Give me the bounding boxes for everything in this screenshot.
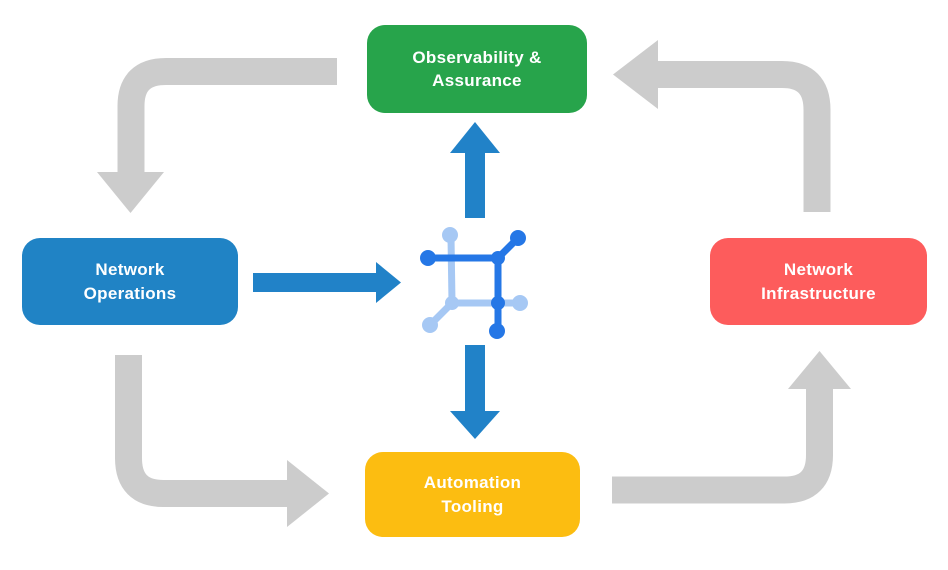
icon-node-circle	[420, 250, 436, 266]
node-network-infrastructure: Network Infrastructure	[710, 238, 927, 325]
arrowhead-down-icon	[450, 411, 500, 439]
icon-node-circle	[510, 230, 526, 246]
icon-node-circle	[512, 295, 528, 311]
arrowhead-left-icon	[613, 40, 658, 109]
node-automation-tooling: Automation Tooling	[365, 452, 580, 537]
arrowhead-right-icon	[287, 460, 329, 527]
network-mesh-icon	[420, 227, 528, 339]
arrow-elbow	[658, 61, 831, 212]
icon-node-circle	[442, 227, 458, 243]
node-label-line1: Automation	[423, 473, 522, 493]
arrowhead-down-icon	[97, 172, 164, 213]
arrow-elbow	[612, 389, 833, 504]
icon-node-circle	[489, 323, 505, 339]
node-network-operations: Network Operations	[22, 238, 238, 325]
icon-junction-dot	[491, 296, 505, 310]
arrowhead-right-icon	[376, 262, 401, 303]
arrowhead-up-icon	[450, 122, 500, 153]
blue-arrow-icon-to-observability	[450, 122, 500, 218]
arrowhead-up-icon	[788, 351, 851, 389]
node-label-line1: Network	[783, 260, 854, 280]
flow-arrow-observability-to-operations	[97, 58, 337, 213]
node-label-line1: Network	[95, 260, 165, 280]
node-label-line2: Operations	[83, 283, 177, 303]
node-label-line1: Observability &	[412, 47, 542, 67]
icon-line	[447, 236, 456, 303]
arrow-elbow	[115, 355, 287, 507]
flow-arrow-operations-to-automation	[115, 355, 329, 527]
node-label-line2: Infrastructure	[761, 283, 876, 303]
node-label-line2: Assurance	[432, 71, 522, 90]
flow-arrow-automation-to-infrastructure	[612, 351, 851, 504]
arrow-elbow	[117, 58, 337, 173]
node-label-line2: Tooling	[441, 496, 504, 516]
blue-arrow-operations-to-icon	[253, 262, 401, 303]
icon-junction-dot	[491, 251, 505, 265]
flow-arrow-infrastructure-to-observability	[613, 40, 831, 212]
icon-junction-dot	[445, 296, 459, 310]
blue-arrow-icon-to-automation	[450, 345, 500, 439]
icon-node-circle	[422, 317, 438, 333]
node-observability-assurance: Observability & Assurance	[367, 25, 587, 113]
